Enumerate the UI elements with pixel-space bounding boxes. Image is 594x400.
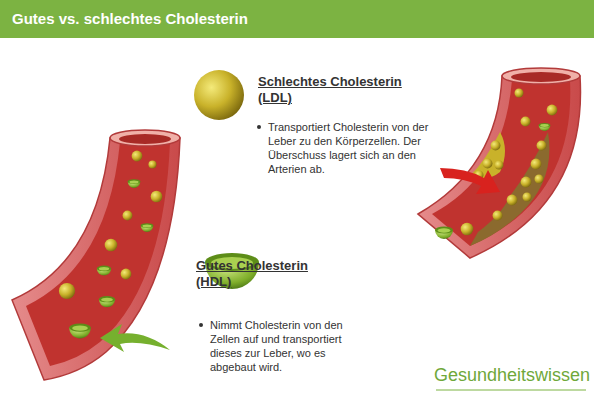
watermark-rule <box>436 390 586 391</box>
red-arrow <box>440 168 500 194</box>
ldl-heading: Schlechtes Cholesterin (LDL) <box>258 74 423 106</box>
blocked-artery <box>418 68 581 258</box>
hdl-heading: Gutes Cholesterin (HDL) <box>196 258 328 290</box>
title-text-wrap: Gutes vs. schlechtes Cholesterin <box>12 9 248 29</box>
watermark: Gesundheitswissen <box>434 364 590 386</box>
hdl-heading-wrap: Gutes Cholesterin (HDL) <box>196 258 328 290</box>
ldl-icon <box>194 70 244 120</box>
green-arrow <box>100 324 170 352</box>
healthy-artery <box>12 130 180 380</box>
ldl-heading-wrap: Schlechtes Cholesterin (LDL) <box>258 74 423 106</box>
title-text: Gutes vs. schlechtes Cholesterin <box>12 9 248 29</box>
hdl-description-wrap: Nimmt Cholesterin von den Zellen auf und… <box>210 318 362 374</box>
ldl-description-wrap: Transportiert Cholesterin von der Leber … <box>268 120 434 176</box>
title-band <box>0 0 594 38</box>
bullet-dot <box>199 323 203 327</box>
bullet-dot <box>257 125 261 129</box>
watermark-wrap: Gesundheitswissen <box>434 364 590 386</box>
hdl-description: Nimmt Cholesterin von den Zellen auf und… <box>210 318 362 374</box>
ldl-description: Transportiert Cholesterin von der Leber … <box>268 120 434 176</box>
